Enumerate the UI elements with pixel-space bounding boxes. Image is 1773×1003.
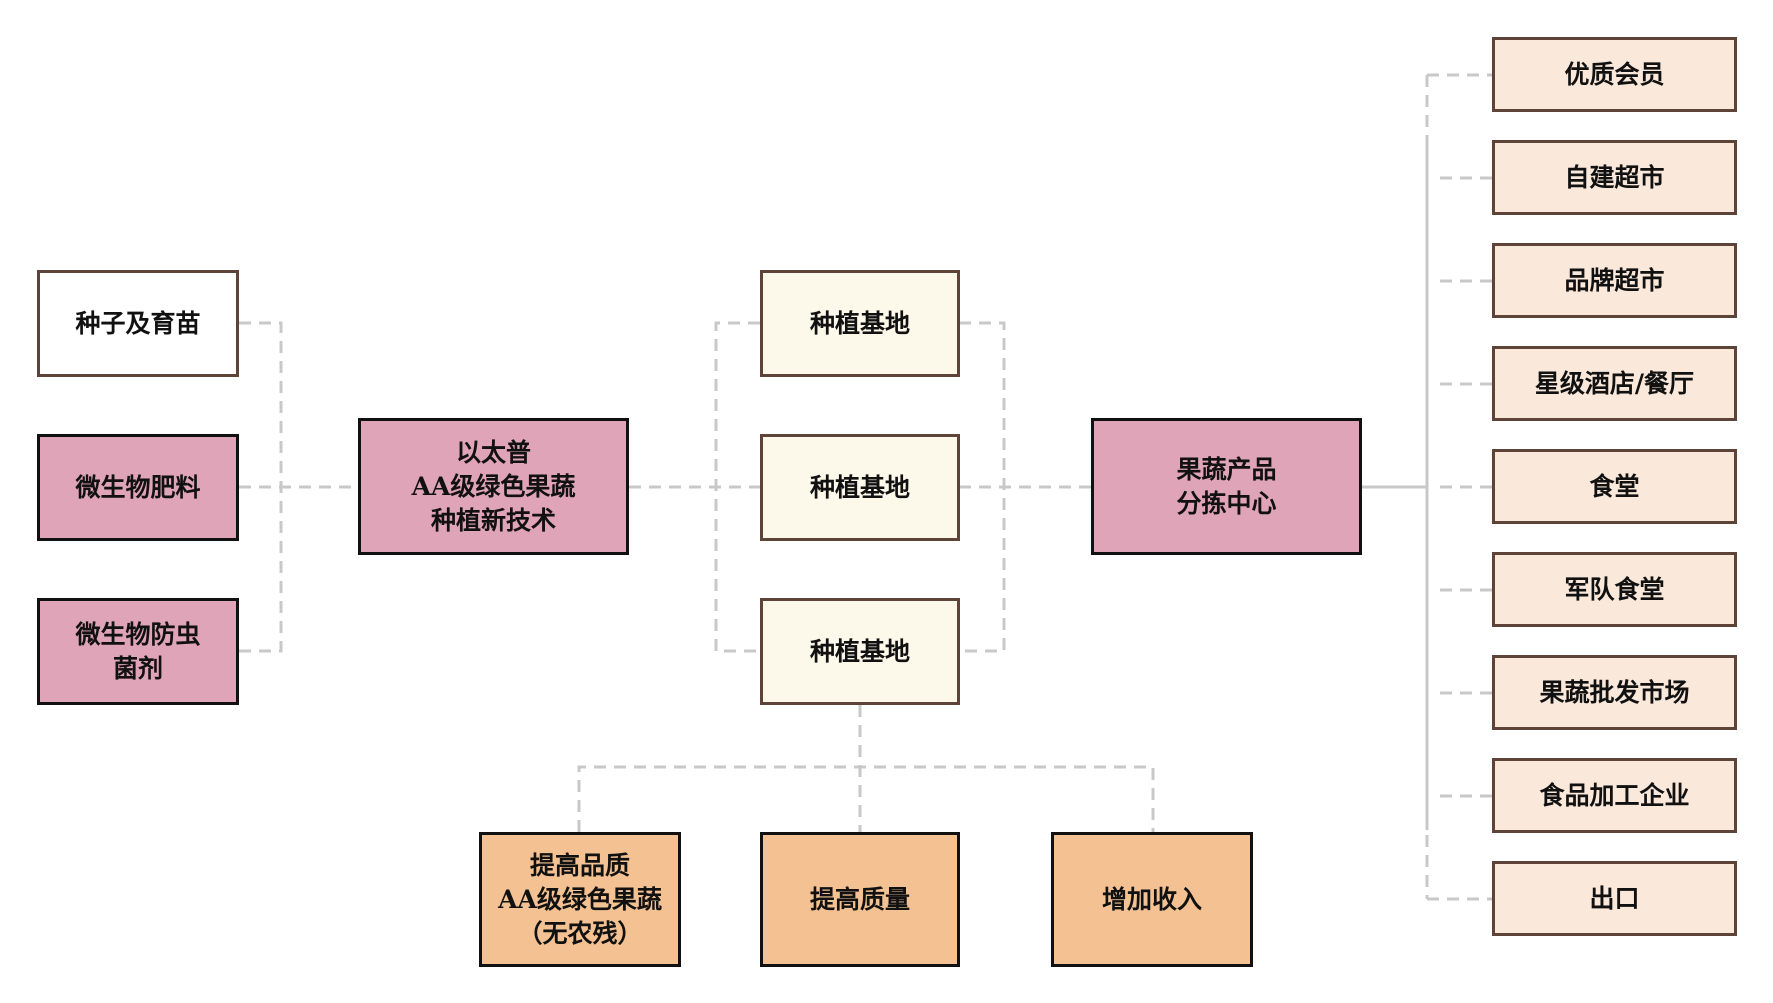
node-channel: 星级酒店/餐厅 [1492, 346, 1737, 421]
connector-channels-branches [1427, 73, 1492, 901]
connector-outcomes [577, 705, 1155, 832]
node-base-3: 种植基地 [760, 598, 960, 705]
node-base-2: 种植基地 [760, 434, 960, 541]
node-channel: 军队食堂 [1492, 552, 1737, 627]
node-outcome-income: 增加收入 [1051, 832, 1253, 967]
node-technology: 以太普 AA级绿色果蔬 种植新技术 [358, 418, 629, 555]
node-channel: 果蔬批发市场 [1492, 655, 1737, 730]
node-seed: 种子及育苗 [37, 270, 239, 377]
node-base-1: 种植基地 [760, 270, 960, 377]
node-channel: 品牌超市 [1492, 243, 1737, 318]
node-pesticide: 微生物防虫 菌剂 [37, 598, 239, 705]
node-channel: 食品加工企业 [1492, 758, 1737, 833]
node-channel: 自建超市 [1492, 140, 1737, 215]
node-outcome-improve: 提高质量 [760, 832, 960, 967]
connector-tech-bases [629, 321, 760, 653]
connector-bases-sorting [959, 321, 1091, 653]
node-outcome-quality: 提高品质 AA级绿色果蔬 （无农残） [479, 832, 681, 967]
node-channel: 食堂 [1492, 449, 1737, 524]
node-channel: 优质会员 [1492, 37, 1737, 112]
node-sorting-center: 果蔬产品 分拣中心 [1091, 418, 1362, 555]
node-channel: 出口 [1492, 861, 1737, 936]
node-fertilizer: 微生物肥料 [37, 434, 239, 541]
